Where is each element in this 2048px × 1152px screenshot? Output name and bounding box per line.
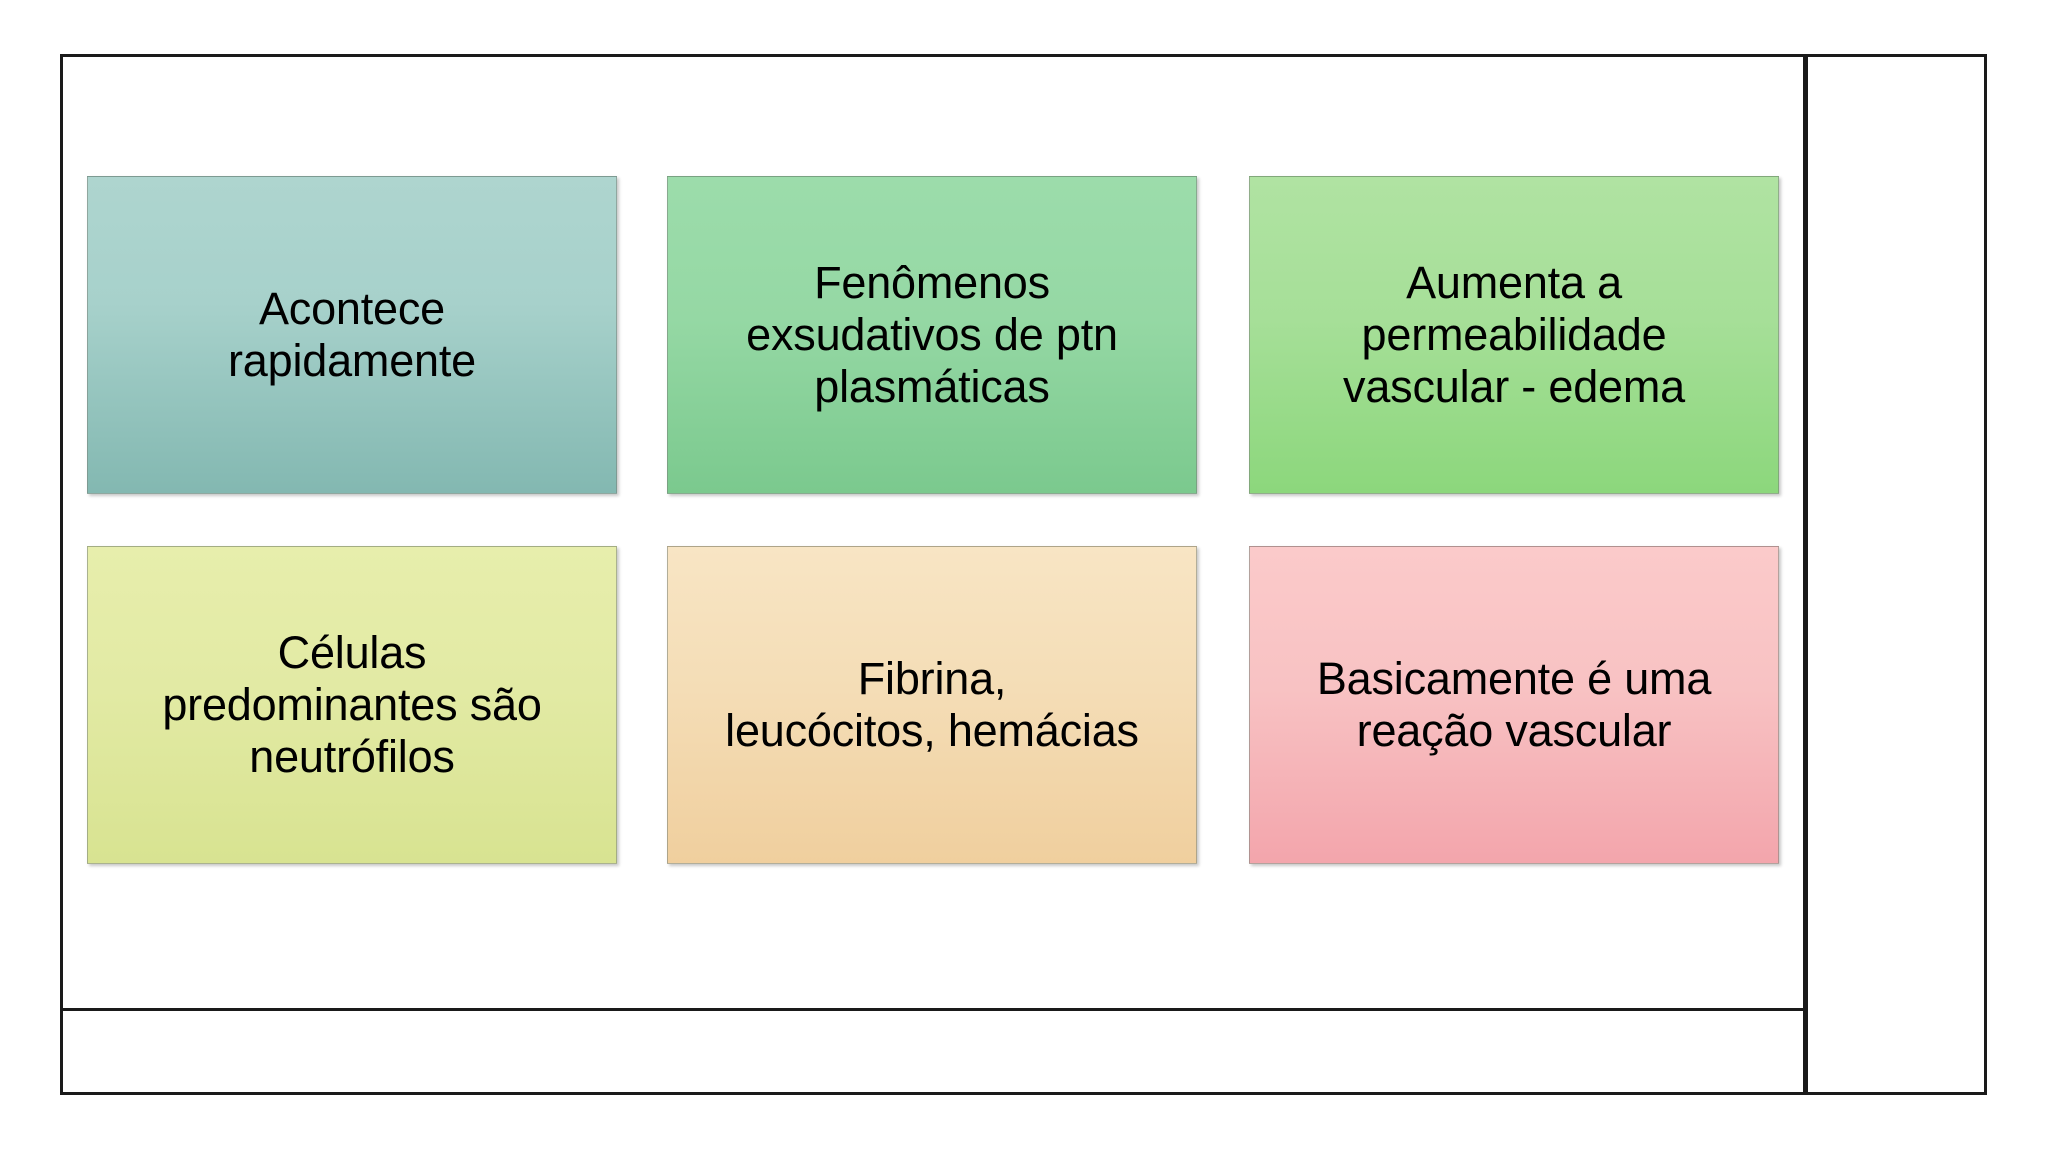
card-fenomenos-exsudativos[interactable]: Fenômenos exsudativos de ptn plasmáticas xyxy=(667,176,1197,494)
card-label: Aumenta a permeabilidade vascular - edem… xyxy=(1343,256,1685,413)
card-acontece-rapidamente[interactable]: Acontece rapidamente xyxy=(87,176,617,494)
card-celulas-neutrofilos[interactable]: Células predominantes são neutrófilos xyxy=(87,546,617,864)
card-label: Células predominantes são neutrófilos xyxy=(162,626,542,783)
side-frame xyxy=(1805,54,1987,1095)
card-label: Fibrina, leucócitos, hemácias xyxy=(725,652,1139,756)
footer-divider xyxy=(60,1008,1806,1011)
card-permeabilidade-vascular[interactable]: Aumenta a permeabilidade vascular - edem… xyxy=(1249,176,1779,494)
card-grid: Acontece rapidamente Fenômenos exsudativ… xyxy=(87,176,1779,864)
card-label: Basicamente é uma reação vascular xyxy=(1316,652,1712,756)
card-label: Acontece rapidamente xyxy=(228,282,476,386)
card-fibrina-leucocitos[interactable]: Fibrina, leucócitos, hemácias xyxy=(667,546,1197,864)
card-label: Fenômenos exsudativos de ptn plasmáticas xyxy=(746,256,1118,413)
card-reacao-vascular[interactable]: Basicamente é uma reação vascular xyxy=(1249,546,1779,864)
